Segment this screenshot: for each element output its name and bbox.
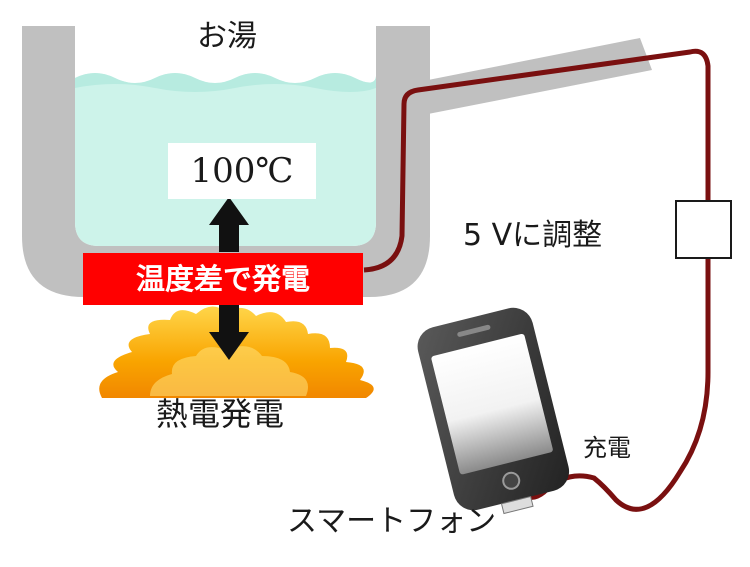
pot [22,26,652,297]
voltage-regulator-box [675,200,732,259]
cable-to-regulator [363,48,711,273]
smartphone-icon [417,307,570,515]
hot-water-label: お湯 [197,19,257,54]
flame-inner [150,346,308,396]
pot-handle [428,38,652,114]
water-surface [75,73,376,92]
thermoelectric-generation-label: 熱電発電 [156,395,285,433]
thermoelectric-module-label: 温度差で発電 [83,253,363,305]
smartphone-label: スマートフォン [287,504,497,539]
charging-label: 充電 [583,434,631,462]
voltage-adjust-label: 5 Vに調整 [463,218,603,253]
temperature-label: 100℃ [168,143,316,199]
double-arrow-vertical-icon [209,197,249,360]
